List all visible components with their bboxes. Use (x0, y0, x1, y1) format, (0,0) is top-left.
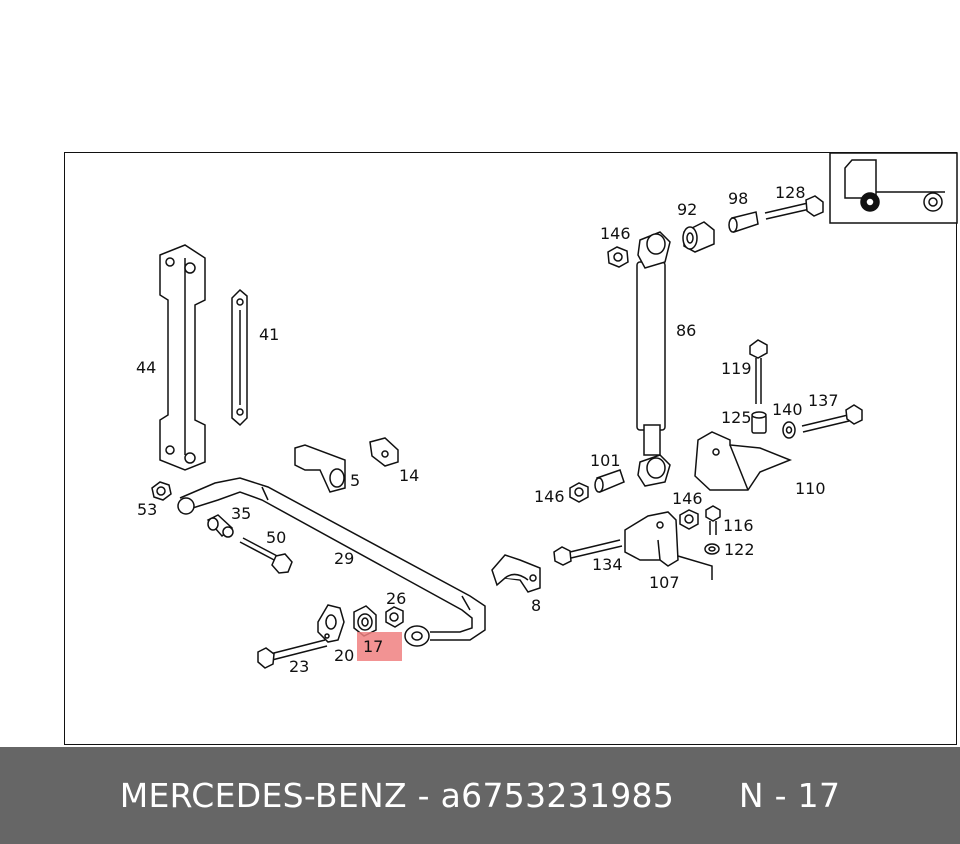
part-label-110[interactable]: 110 (795, 479, 826, 498)
part-146-nut-middle (569, 482, 589, 503)
part-107-bracket (624, 511, 713, 580)
part-92-bushing (682, 221, 715, 253)
position-label: N - 17 (738, 776, 841, 815)
part-110-bracket (694, 431, 793, 491)
highlight-box-part-17 (357, 632, 402, 661)
part-116-bolt (705, 505, 721, 535)
part-label-146-middle[interactable]: 146 (534, 487, 565, 506)
part-label-146-top[interactable]: 146 (600, 224, 631, 243)
part-label-23[interactable]: 23 (289, 657, 309, 676)
part-53-nut (151, 481, 172, 501)
part-label-146-right[interactable]: 146 (672, 489, 703, 508)
part-14-block (369, 437, 399, 467)
part-125-spacer (751, 411, 767, 434)
part-label-50[interactable]: 50 (266, 528, 286, 547)
part-label-92[interactable]: 92 (677, 200, 697, 219)
part-label-101[interactable]: 101 (590, 451, 621, 470)
part-140-washer (782, 421, 796, 439)
part-86-shock-absorber (636, 231, 671, 487)
part-info-footer: MERCEDES-BENZ - a6753231985 N - 17 (0, 747, 960, 844)
part-29-stabilizer-bar (177, 477, 486, 647)
part-labels: 44 41 53 35 50 29 5 14 26 17 20 23 8 146… (136, 183, 839, 676)
part-50-bolt (239, 537, 293, 574)
part-122-washer (704, 543, 720, 555)
part-label-86[interactable]: 86 (676, 321, 696, 340)
truck-location-icon (829, 152, 958, 224)
part-label-140[interactable]: 140 (772, 400, 803, 419)
diagram-frame (64, 152, 957, 745)
part-number: a6753231985 (440, 776, 675, 815)
part-20-clamp (317, 604, 345, 643)
part-44-shackle (159, 244, 206, 471)
part-17-bushing (353, 605, 377, 637)
part-8-clamp-bracket (491, 554, 541, 593)
part-137-bolt (801, 404, 863, 433)
part-label-119[interactable]: 119 (721, 359, 752, 378)
part-label-17[interactable]: 17 (363, 637, 383, 656)
separator: - (406, 776, 441, 815)
part-label-26[interactable]: 26 (386, 589, 406, 608)
part-98-sleeve (728, 211, 759, 233)
part-label-107[interactable]: 107 (649, 573, 680, 592)
part-label-5[interactable]: 5 (350, 471, 360, 490)
part-119-bolt (749, 339, 768, 404)
part-label-125[interactable]: 125 (721, 408, 752, 427)
part-label-44[interactable]: 44 (136, 358, 156, 377)
part-label-116[interactable]: 116 (723, 516, 754, 535)
part-128-bolt (764, 195, 824, 220)
part-134-bolt (553, 539, 623, 566)
part-146-nut-right (679, 509, 699, 530)
part-41-plate (231, 288, 248, 427)
part-label-128[interactable]: 128 (775, 183, 806, 202)
part-23-bolt (257, 639, 328, 669)
gap (674, 776, 739, 815)
part-146-nut-top (607, 246, 629, 268)
part-5-bracket (294, 444, 346, 493)
part-label-41[interactable]: 41 (259, 325, 279, 344)
part-26-nut (385, 606, 404, 628)
part-label-98[interactable]: 98 (728, 189, 748, 208)
part-35-bushing (206, 514, 234, 538)
brand-name: MERCEDES-BENZ (119, 776, 407, 815)
part-label-14[interactable]: 14 (399, 466, 419, 485)
part-label-29[interactable]: 29 (334, 549, 354, 568)
part-label-134[interactable]: 134 (592, 555, 623, 574)
part-label-20[interactable]: 20 (334, 646, 354, 665)
part-label-122[interactable]: 122 (724, 540, 755, 559)
part-label-53[interactable]: 53 (137, 500, 157, 519)
part-101-sleeve (594, 469, 625, 494)
part-label-35[interactable]: 35 (231, 504, 251, 523)
part-label-137[interactable]: 137 (808, 391, 839, 410)
part-label-8[interactable]: 8 (531, 596, 541, 615)
